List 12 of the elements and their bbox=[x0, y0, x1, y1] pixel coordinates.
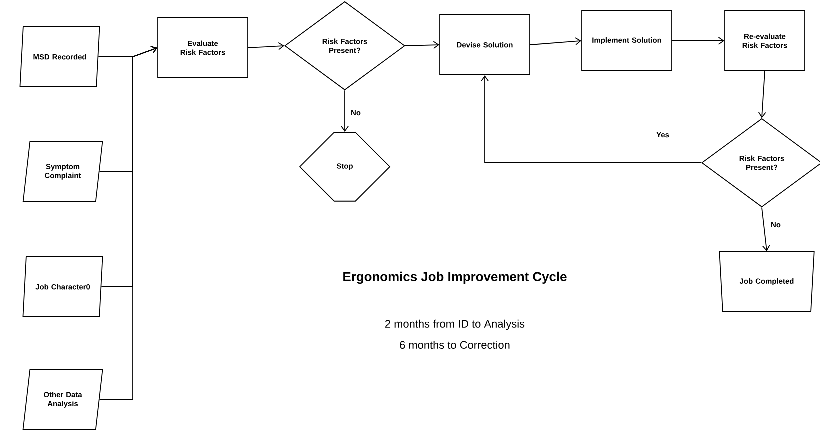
note-text: 2 months from ID to Analysis bbox=[386, 320, 525, 330]
arrow bbox=[481, 75, 702, 164]
arrow bbox=[248, 42, 285, 50]
arrow bbox=[530, 38, 582, 46]
arrow bbox=[99, 46, 158, 400]
arrow bbox=[758, 71, 766, 118]
arrow bbox=[762, 207, 770, 252]
arrow bbox=[341, 90, 349, 132]
note-text: 6 months to Correction bbox=[400, 340, 510, 350]
arrow bbox=[672, 37, 725, 45]
title: Ergonomics Job Improvement Cycle bbox=[344, 272, 567, 284]
arrow bbox=[405, 41, 440, 50]
